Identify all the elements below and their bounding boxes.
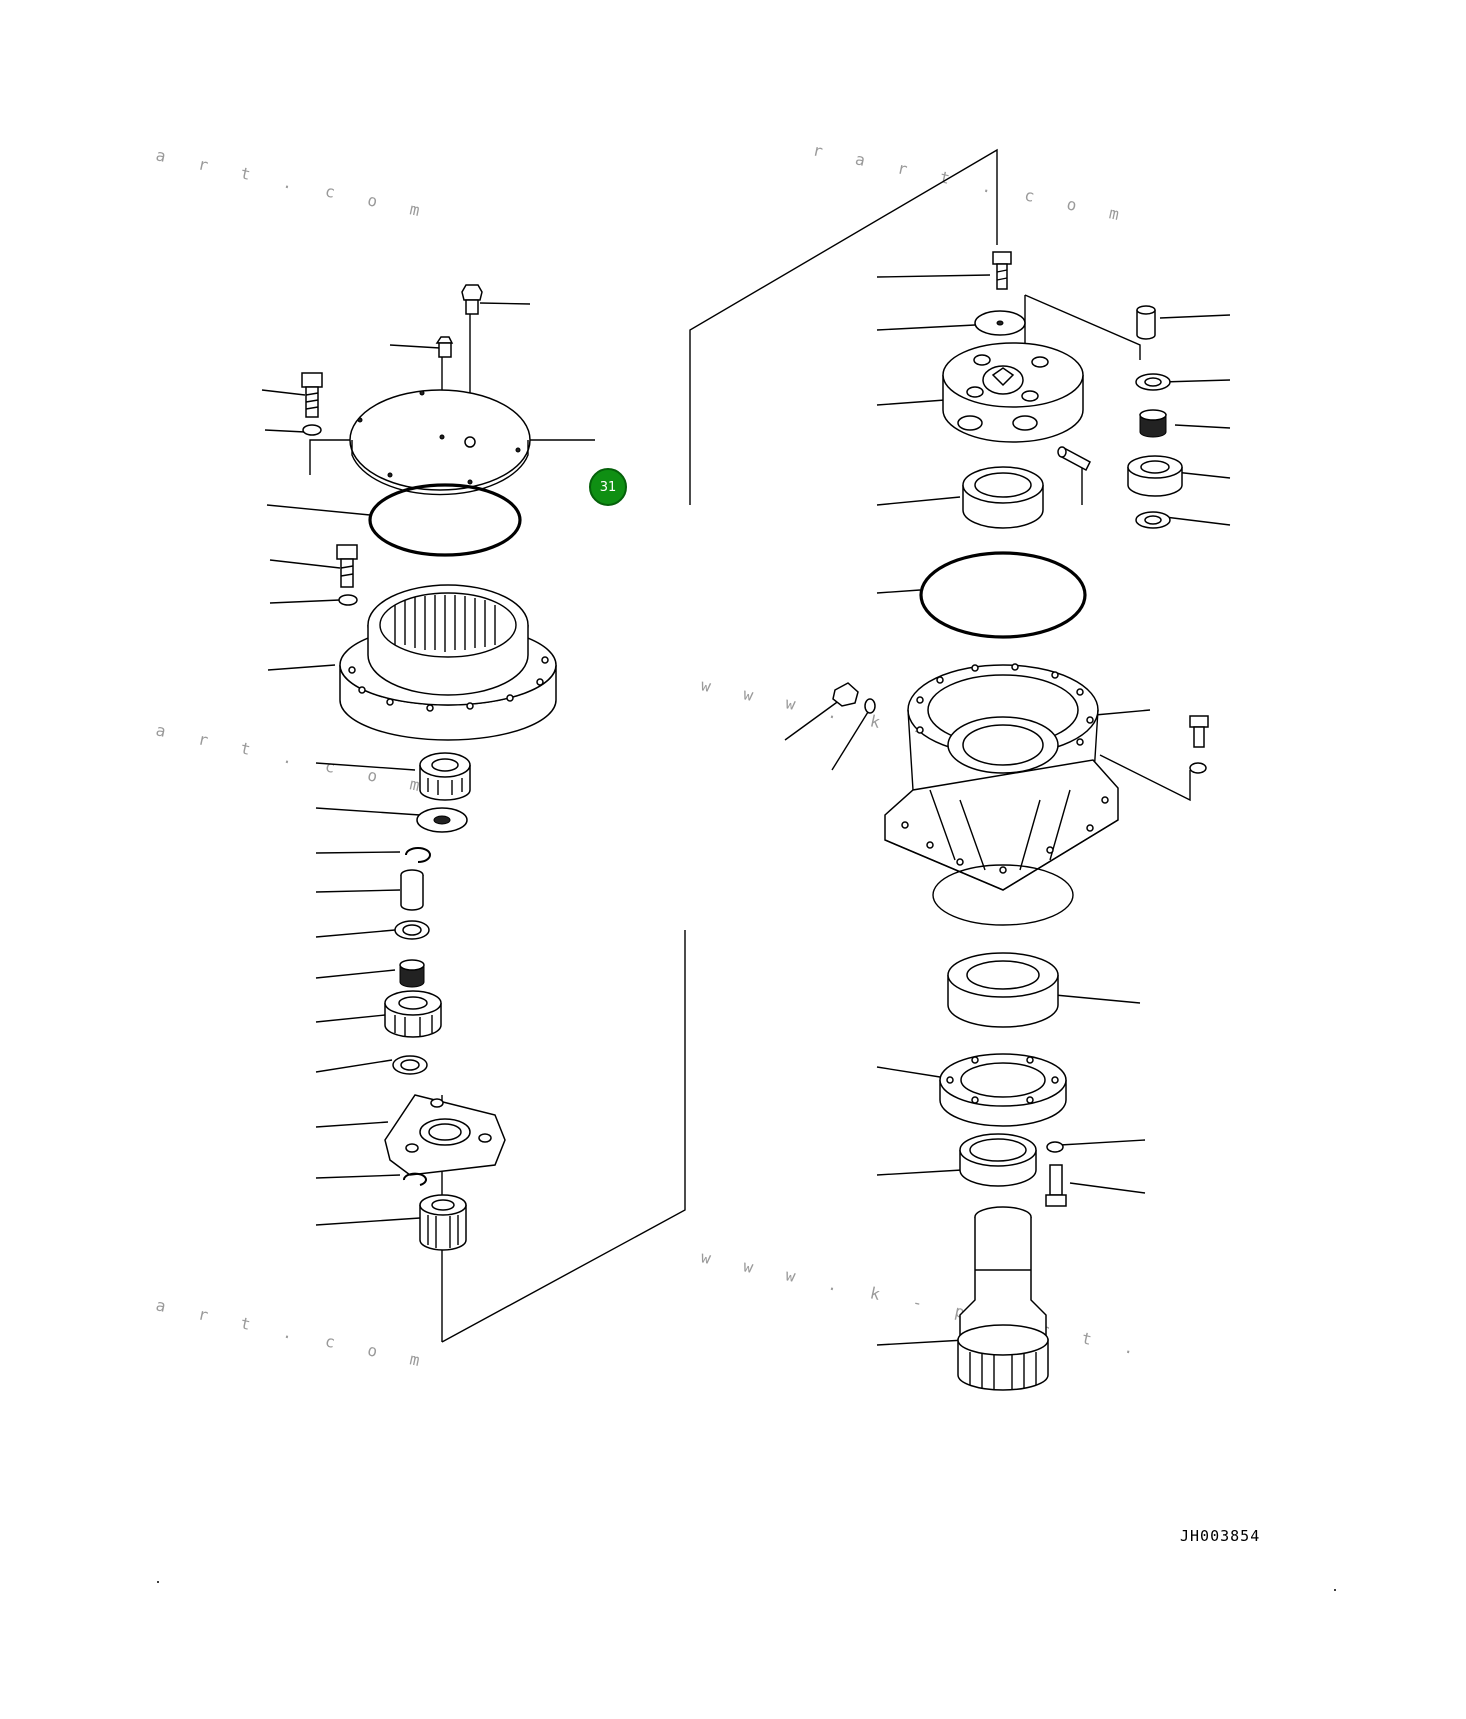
- right-leader-lines: [784, 274, 1231, 1346]
- spacer-ring-part: [959, 1133, 1037, 1187]
- washer-part: [302, 424, 322, 436]
- small-o-ring-part: [864, 698, 876, 714]
- washer-part-4: [392, 1055, 428, 1075]
- thrust-plate-part: [974, 310, 1026, 336]
- snap-ring-part: [405, 847, 431, 863]
- thrust-washer-part: [416, 807, 468, 833]
- drain-plug-part: [832, 682, 859, 707]
- main-bearing-part: [947, 952, 1059, 1028]
- item-callout-badge[interactable]: 31: [589, 468, 627, 506]
- washer-part-6: [1135, 511, 1171, 529]
- o-ring-part: [368, 483, 522, 557]
- watermark-2: r a r t . c o m: [811, 140, 1132, 226]
- carrier-plate-part: [384, 1094, 506, 1176]
- planet-gear-part: [384, 990, 442, 1038]
- corner-mark-left: [157, 1581, 159, 1583]
- ring-gear-part: [339, 584, 557, 741]
- pinion-shaft-part: [957, 1206, 1049, 1391]
- washer-part-7: [1189, 762, 1207, 774]
- plug-part: [461, 284, 483, 315]
- needle-bearing-part-2: [1139, 409, 1167, 438]
- washer-part-5: [1135, 373, 1171, 391]
- washer-part-8: [1046, 1141, 1064, 1153]
- planet-gear-part-2: [1127, 455, 1183, 497]
- sun-gear-part: [419, 1194, 467, 1251]
- pin-part-3: [1136, 305, 1156, 340]
- watermark-1: a r t . c o m: [154, 145, 433, 222]
- washer-part-3: [394, 920, 430, 940]
- washer-part-2: [338, 594, 358, 606]
- watermark-6: a r t . c o m: [154, 1295, 433, 1372]
- bolt-part-3: [992, 251, 1012, 290]
- bearing-retainer-part: [939, 1053, 1067, 1127]
- o-ring-part-3: [932, 864, 1074, 926]
- pin-part: [400, 869, 424, 911]
- cover-plate-part: [349, 389, 531, 496]
- bolt-part-4: [1189, 715, 1209, 748]
- bearing-part-2: [962, 466, 1044, 529]
- bolt-part: [301, 372, 323, 418]
- breather-part: [435, 336, 454, 358]
- swing-machinery-case-part: [884, 663, 1119, 891]
- planet-carrier-part: [942, 342, 1084, 443]
- bolt-part-2: [336, 544, 358, 588]
- needle-bearing-part: [399, 959, 425, 988]
- snap-ring-part-2: [403, 1172, 427, 1186]
- o-ring-part-2: [919, 551, 1087, 639]
- left-parts: [301, 284, 557, 1251]
- bolt-part-5: [1045, 1164, 1067, 1207]
- watermark-5: w w w . k - p a r t .: [699, 1247, 1147, 1360]
- bearing-part: [419, 752, 471, 801]
- right-parts: [832, 251, 1209, 1391]
- corner-mark-right: [1334, 1589, 1336, 1591]
- pin-part-2: [1057, 446, 1091, 472]
- drawing-code-label: JH003854: [1180, 1527, 1261, 1545]
